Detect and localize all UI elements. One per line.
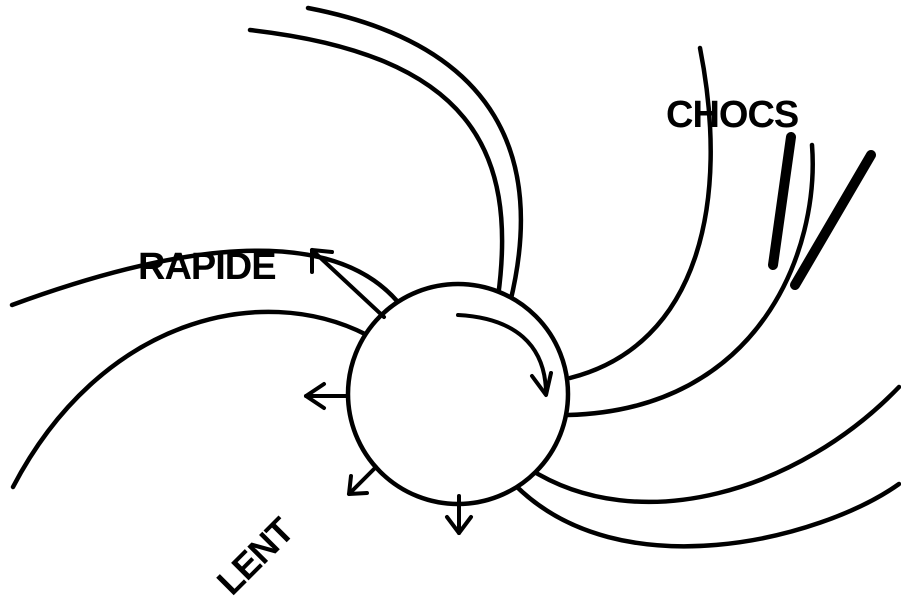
streamline-right-lower xyxy=(565,142,815,418)
streamline-top-outer xyxy=(305,5,524,306)
lower-right-streamlines xyxy=(512,384,901,549)
streamline-right-upper xyxy=(567,45,713,381)
label-fast: RAPIDE xyxy=(138,246,276,288)
streamline-lower-right-outer xyxy=(512,481,901,549)
slow-wind-arrows xyxy=(304,382,473,535)
streamline-top-inner xyxy=(247,27,505,300)
slow-wind-arrow-left xyxy=(304,382,348,410)
rotation-arrow xyxy=(456,313,553,397)
shock-front-left xyxy=(768,132,796,270)
streamline-left-upper xyxy=(9,248,405,310)
slow-wind-arrow-lower-left xyxy=(347,465,378,496)
top-streamlines xyxy=(247,5,524,306)
fast-wind-arrow xyxy=(310,248,386,319)
shock-fronts xyxy=(768,132,876,290)
left-streamlines xyxy=(9,248,405,490)
label-shocks: CHOCS xyxy=(666,94,798,136)
label-slow: LENT xyxy=(209,509,302,602)
streamline-left-lower xyxy=(10,309,370,490)
shock-front-right xyxy=(790,150,876,290)
right-streamlines xyxy=(565,45,815,418)
slow-wind-arrow-down xyxy=(445,494,473,535)
streamline-lower-right-inner xyxy=(525,384,901,505)
